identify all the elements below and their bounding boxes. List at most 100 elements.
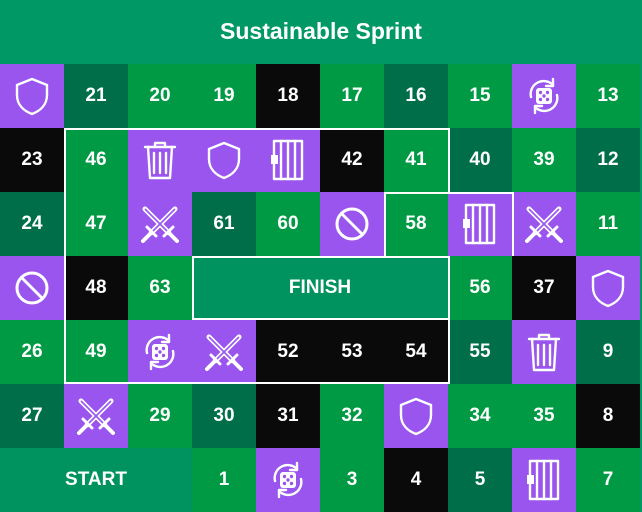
- board-square-26[interactable]: 26: [0, 320, 64, 384]
- board-square-13[interactable]: 13: [576, 64, 640, 128]
- board-square-crossed-swords[interactable]: [64, 384, 128, 448]
- board-square-trash-can[interactable]: [512, 320, 576, 384]
- shield-icon: [13, 76, 51, 116]
- path-divider: [64, 128, 448, 130]
- path-divider: [512, 192, 514, 256]
- reroll-dice-icon: [139, 331, 181, 373]
- board-square-16[interactable]: 16: [384, 64, 448, 128]
- board-square-58[interactable]: 58: [384, 192, 448, 256]
- board-square-34[interactable]: 34: [448, 384, 512, 448]
- board-square-20[interactable]: 20: [128, 64, 192, 128]
- board-square-61[interactable]: 61: [192, 192, 256, 256]
- board-square-21[interactable]: 21: [64, 64, 128, 128]
- board-square-37[interactable]: 37: [512, 256, 576, 320]
- path-divider: [192, 256, 194, 320]
- board-square-shield[interactable]: [576, 256, 640, 320]
- board-square-shield[interactable]: [384, 384, 448, 448]
- path-divider: [192, 318, 448, 320]
- board-square-60[interactable]: 60: [256, 192, 320, 256]
- board-square-27[interactable]: 27: [0, 384, 64, 448]
- board-square-19[interactable]: 19: [192, 64, 256, 128]
- board-square-shield[interactable]: [0, 64, 64, 128]
- board-square-42[interactable]: 42: [320, 128, 384, 192]
- crossed-swords-icon: [201, 329, 247, 375]
- jail-cell-icon: [461, 201, 499, 247]
- board-square-jail-cell[interactable]: [448, 192, 512, 256]
- board-square-46[interactable]: 46: [64, 128, 128, 192]
- square-number: 58: [405, 213, 427, 234]
- board-square-41[interactable]: 41: [384, 128, 448, 192]
- board-square-23[interactable]: 23: [0, 128, 64, 192]
- board-square-17[interactable]: 17: [320, 64, 384, 128]
- square-number: 20: [149, 85, 171, 106]
- board-square-1[interactable]: 1: [192, 448, 256, 512]
- board-square-3[interactable]: 3: [320, 448, 384, 512]
- board-square-reroll-dice[interactable]: [512, 64, 576, 128]
- board-square-52[interactable]: 52: [256, 320, 320, 384]
- crossed-swords-icon: [521, 201, 567, 247]
- board-square-12[interactable]: 12: [576, 128, 640, 192]
- board-square-29[interactable]: 29: [128, 384, 192, 448]
- reroll-dice-icon: [267, 459, 309, 501]
- board-square-24[interactable]: 24: [0, 192, 64, 256]
- board-square-9[interactable]: 9: [576, 320, 640, 384]
- board-square-reroll-dice[interactable]: [128, 320, 192, 384]
- no-entry-icon: [332, 204, 372, 244]
- square-number: 52: [277, 341, 299, 362]
- board-square-54[interactable]: 54: [384, 320, 448, 384]
- square-number: 39: [533, 149, 555, 170]
- board-square-18[interactable]: 18: [256, 64, 320, 128]
- path-divider: [384, 192, 514, 194]
- board-square-53[interactable]: 53: [320, 320, 384, 384]
- board-square-jail-cell[interactable]: [512, 448, 576, 512]
- reroll-dice-icon: [523, 75, 565, 117]
- finish-space[interactable]: FINISH: [192, 256, 448, 320]
- square-number: 37: [533, 277, 555, 298]
- square-number: 47: [85, 213, 107, 234]
- board-square-32[interactable]: 32: [320, 384, 384, 448]
- board-square-jail-cell[interactable]: [256, 128, 320, 192]
- board-square-48[interactable]: 48: [64, 256, 128, 320]
- board-square-31[interactable]: 31: [256, 384, 320, 448]
- board-square-crossed-swords[interactable]: [512, 192, 576, 256]
- trash-can-icon: [524, 330, 564, 374]
- square-number: 32: [341, 405, 363, 426]
- board-square-no-entry[interactable]: [0, 256, 64, 320]
- board-square-56[interactable]: 56: [448, 256, 512, 320]
- board-square-7[interactable]: 7: [576, 448, 640, 512]
- board-square-63[interactable]: 63: [128, 256, 192, 320]
- board-square-35[interactable]: 35: [512, 384, 576, 448]
- board-square-55[interactable]: 55: [448, 320, 512, 384]
- board-square-11[interactable]: 11: [576, 192, 640, 256]
- board-square-reroll-dice[interactable]: [256, 448, 320, 512]
- board-square-49[interactable]: 49: [64, 320, 128, 384]
- board-square-40[interactable]: 40: [448, 128, 512, 192]
- board-square-no-entry[interactable]: [320, 192, 384, 256]
- jail-cell-icon: [269, 137, 307, 183]
- board-square-crossed-swords[interactable]: [128, 192, 192, 256]
- start-space[interactable]: START: [0, 448, 192, 512]
- board-square-30[interactable]: 30: [192, 384, 256, 448]
- square-number: 56: [469, 277, 491, 298]
- square-number: 4: [410, 469, 422, 490]
- board-square-39[interactable]: 39: [512, 128, 576, 192]
- path-divider: [64, 128, 66, 384]
- square-number: 60: [277, 213, 299, 234]
- square-number: 31: [277, 405, 299, 426]
- board-square-4[interactable]: 4: [384, 448, 448, 512]
- square-number: 55: [469, 341, 491, 362]
- board-square-15[interactable]: 15: [448, 64, 512, 128]
- board-square-crossed-swords[interactable]: [192, 320, 256, 384]
- board-square-47[interactable]: 47: [64, 192, 128, 256]
- board-square-shield[interactable]: [192, 128, 256, 192]
- crossed-swords-icon: [73, 393, 119, 439]
- board-square-trash-can[interactable]: [128, 128, 192, 192]
- square-number: 1: [218, 469, 230, 490]
- square-number: 5: [474, 469, 486, 490]
- square-number: 26: [21, 341, 43, 362]
- jail-cell-icon: [525, 457, 563, 503]
- board-square-8[interactable]: 8: [576, 384, 640, 448]
- board-square-5[interactable]: 5: [448, 448, 512, 512]
- square-number: 21: [85, 85, 107, 106]
